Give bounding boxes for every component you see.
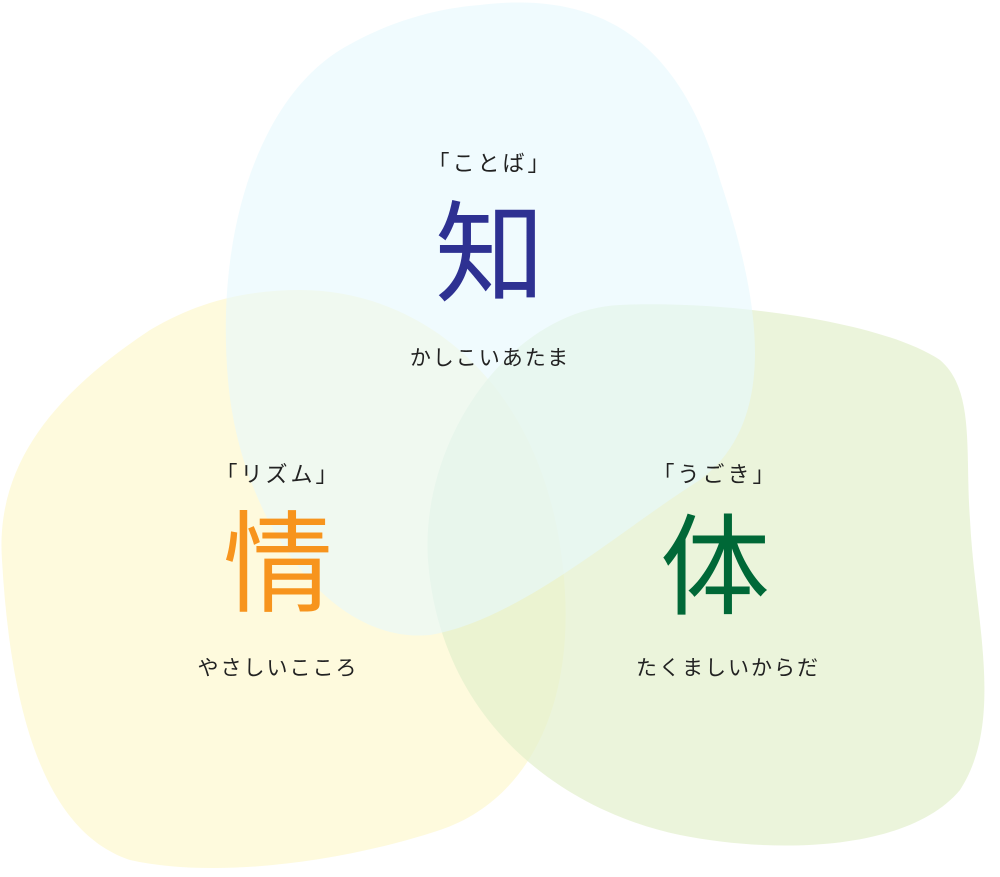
blob-chi	[225, 2, 756, 636]
jo-kanji: 情	[223, 501, 333, 629]
tai-reading: たくましいからだ	[636, 656, 820, 680]
jo-bracket-label: 「リズム」	[215, 463, 341, 488]
chi-reading: かしこいあたま	[409, 346, 571, 370]
tai-kanji: 体	[660, 504, 770, 632]
chi-bracket-label: 「ことば」	[427, 152, 553, 177]
tai-bracket-label: 「うごき」	[652, 463, 778, 488]
chi-kanji: 知	[435, 191, 545, 319]
jo-reading: やさしいこころ	[197, 656, 359, 680]
